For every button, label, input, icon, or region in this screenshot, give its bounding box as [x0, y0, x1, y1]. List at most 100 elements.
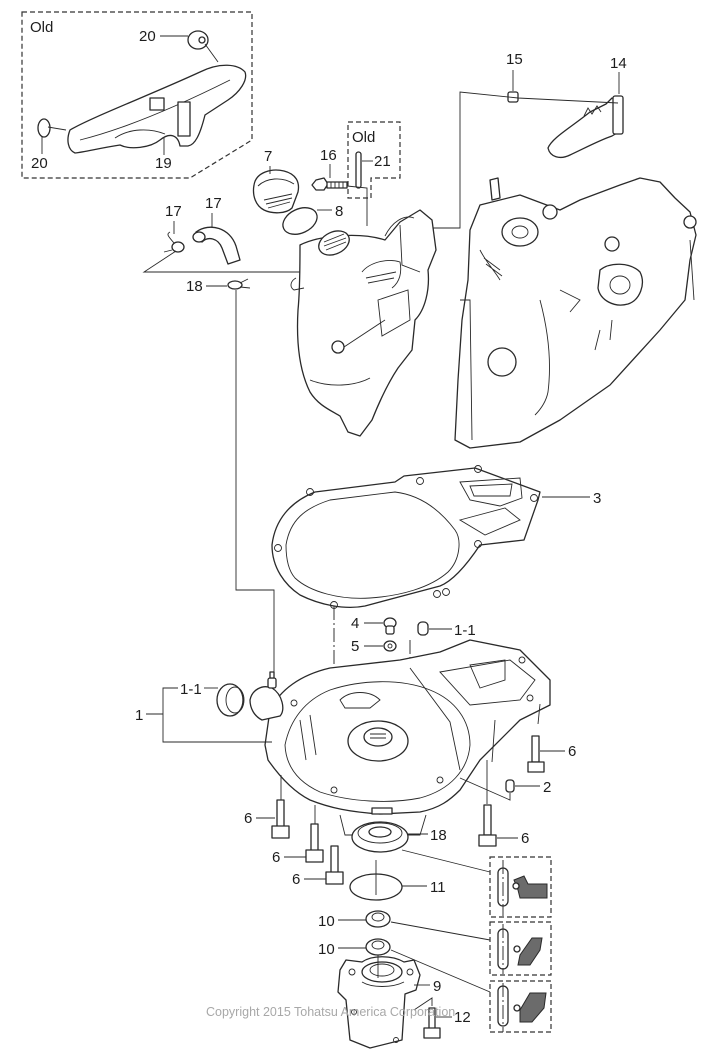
- part-6-bolt-right-upper[interactable]: [527, 735, 545, 773]
- callout-label: 19: [155, 155, 172, 172]
- callout-20-lower: 20: [31, 137, 48, 172]
- part-11-o-ring[interactable]: [349, 873, 403, 901]
- callout-1: 1: [135, 687, 272, 743]
- callout-15: 16: [320, 147, 368, 226]
- callout-label: 17: [205, 195, 222, 212]
- callout-14: 15: [506, 51, 523, 91]
- old-pin-box: Old: [347, 121, 401, 199]
- old-box-label: Old: [30, 19, 53, 36]
- callout-18: 18: [401, 827, 491, 873]
- callout-12: 12: [436, 1009, 471, 1026]
- part-9-housing[interactable]: [337, 956, 421, 1049]
- callout-label: 1-1: [454, 622, 476, 639]
- old-box-label: Old: [352, 129, 375, 146]
- part-1-1-plug[interactable]: [216, 671, 284, 721]
- callout-6-left-upper: 6: [244, 810, 275, 827]
- callout-label: 6: [521, 830, 529, 847]
- part-2-dowel-upper[interactable]: [417, 621, 429, 636]
- callout-label: 5: [351, 638, 359, 655]
- callout-label: 20: [31, 155, 48, 172]
- callout-21: 21: [362, 153, 391, 170]
- part-17-clip-upper[interactable]: [163, 231, 185, 253]
- callout-label: 17: [165, 203, 182, 220]
- callout-label: 1: [135, 707, 143, 724]
- callout-6-right-upper: 6: [540, 743, 576, 760]
- callout-5: 3: [542, 490, 601, 507]
- callout-label: 10: [318, 941, 335, 958]
- callout-11: 11: [402, 879, 446, 896]
- part-21-pin[interactable]: [355, 151, 362, 189]
- part-16-hose[interactable]: [192, 226, 241, 265]
- part-12-bolt[interactable]: [413, 997, 441, 1039]
- leader-16-17: [142, 250, 300, 273]
- callout-9: 9: [414, 978, 441, 995]
- callout-label: 6: [272, 849, 280, 866]
- leader-17-to-oilcase: [235, 290, 275, 672]
- callout-label: 8: [335, 203, 343, 220]
- callout-label: 20: [139, 28, 156, 45]
- callout-6-left-middle: 6: [272, 849, 306, 866]
- part-19-bracket[interactable]: [67, 64, 247, 154]
- callout-label: 18: [430, 827, 447, 844]
- part-18-oil-seal[interactable]: [351, 821, 409, 853]
- part-10-oil-seal-lower[interactable]: [365, 938, 391, 956]
- callout-label: 6: [292, 871, 300, 888]
- callout-4: 5: [351, 638, 383, 655]
- callout-1-1: 1-1: [180, 681, 218, 698]
- seal-detail-box-10-lower: [489, 980, 552, 1033]
- callout-6-right-lower: 6: [497, 830, 529, 847]
- part-15-bolt[interactable]: [311, 177, 348, 191]
- callout-label: 1-1: [180, 681, 202, 698]
- leader-13-14: [412, 91, 619, 229]
- seal-detail-box-10-upper: [489, 921, 552, 976]
- callout-2-lower: 2: [459, 777, 551, 801]
- callout-10-upper: 10: [318, 913, 491, 941]
- part-20-grommet-upper[interactable]: [187, 30, 219, 63]
- part-6-bolt-left-upper[interactable]: [271, 775, 290, 839]
- callout-label: 7: [264, 148, 272, 165]
- callout-label: 18: [186, 278, 203, 295]
- old-parts-box: Old: [21, 11, 253, 179]
- callout-label: 4: [351, 615, 359, 632]
- part-20-grommet-lower[interactable]: [37, 118, 67, 138]
- part-4-washer[interactable]: [383, 640, 397, 652]
- callout-label: 6: [568, 743, 576, 760]
- callout-2-upper: 1-1: [429, 622, 476, 639]
- callout-label: 3: [593, 490, 601, 507]
- part-8-o-ring[interactable]: [279, 203, 322, 240]
- callout-label: 2: [543, 779, 551, 796]
- part-6-bolt-right-lower[interactable]: [478, 760, 497, 847]
- part-13-bracket[interactable]: [547, 95, 624, 159]
- part-6-bolt-left-middle[interactable]: [305, 805, 324, 863]
- callout-8: 8: [317, 203, 343, 220]
- part-6-bolt-left-lower[interactable]: [325, 845, 344, 885]
- callout-17-lower: 18: [186, 278, 227, 295]
- callout-17-upper: 17: [165, 203, 182, 234]
- callout-13: 14: [610, 55, 627, 94]
- callout-6-left-lower: 6: [292, 871, 326, 888]
- callout-label: 9: [433, 978, 441, 995]
- part-5-gasket[interactable]: [271, 465, 541, 609]
- part-1-oil-case[interactable]: [264, 639, 551, 836]
- callout-label: 14: [610, 55, 627, 72]
- part-10-oil-seal-upper[interactable]: [365, 910, 391, 928]
- part-3-fitting[interactable]: [383, 617, 397, 635]
- callout-label: 10: [318, 913, 335, 930]
- part-2-dowel-lower[interactable]: [505, 779, 515, 793]
- part-cylinder-block[interactable]: [454, 177, 697, 449]
- part-17-clip-lower[interactable]: [227, 278, 251, 290]
- callout-16: 17: [205, 195, 222, 228]
- part-manifold-left[interactable]: [290, 209, 437, 437]
- copyright-text: Copyright 2015 Tohatsu America Corporati…: [206, 1005, 455, 1019]
- callout-label: 16: [320, 147, 337, 164]
- seal-detail-box-18: [489, 856, 552, 918]
- callout-label: 21: [374, 153, 391, 170]
- callout-20-upper: 20: [139, 28, 188, 45]
- part-7-oil-filler-cap[interactable]: [252, 169, 300, 214]
- callout-3: 4: [351, 615, 383, 632]
- callout-10-lower: 10: [318, 941, 491, 993]
- callout-7: 7: [264, 148, 272, 174]
- callout-label: 6: [244, 810, 252, 827]
- callout-19: 19: [155, 138, 172, 172]
